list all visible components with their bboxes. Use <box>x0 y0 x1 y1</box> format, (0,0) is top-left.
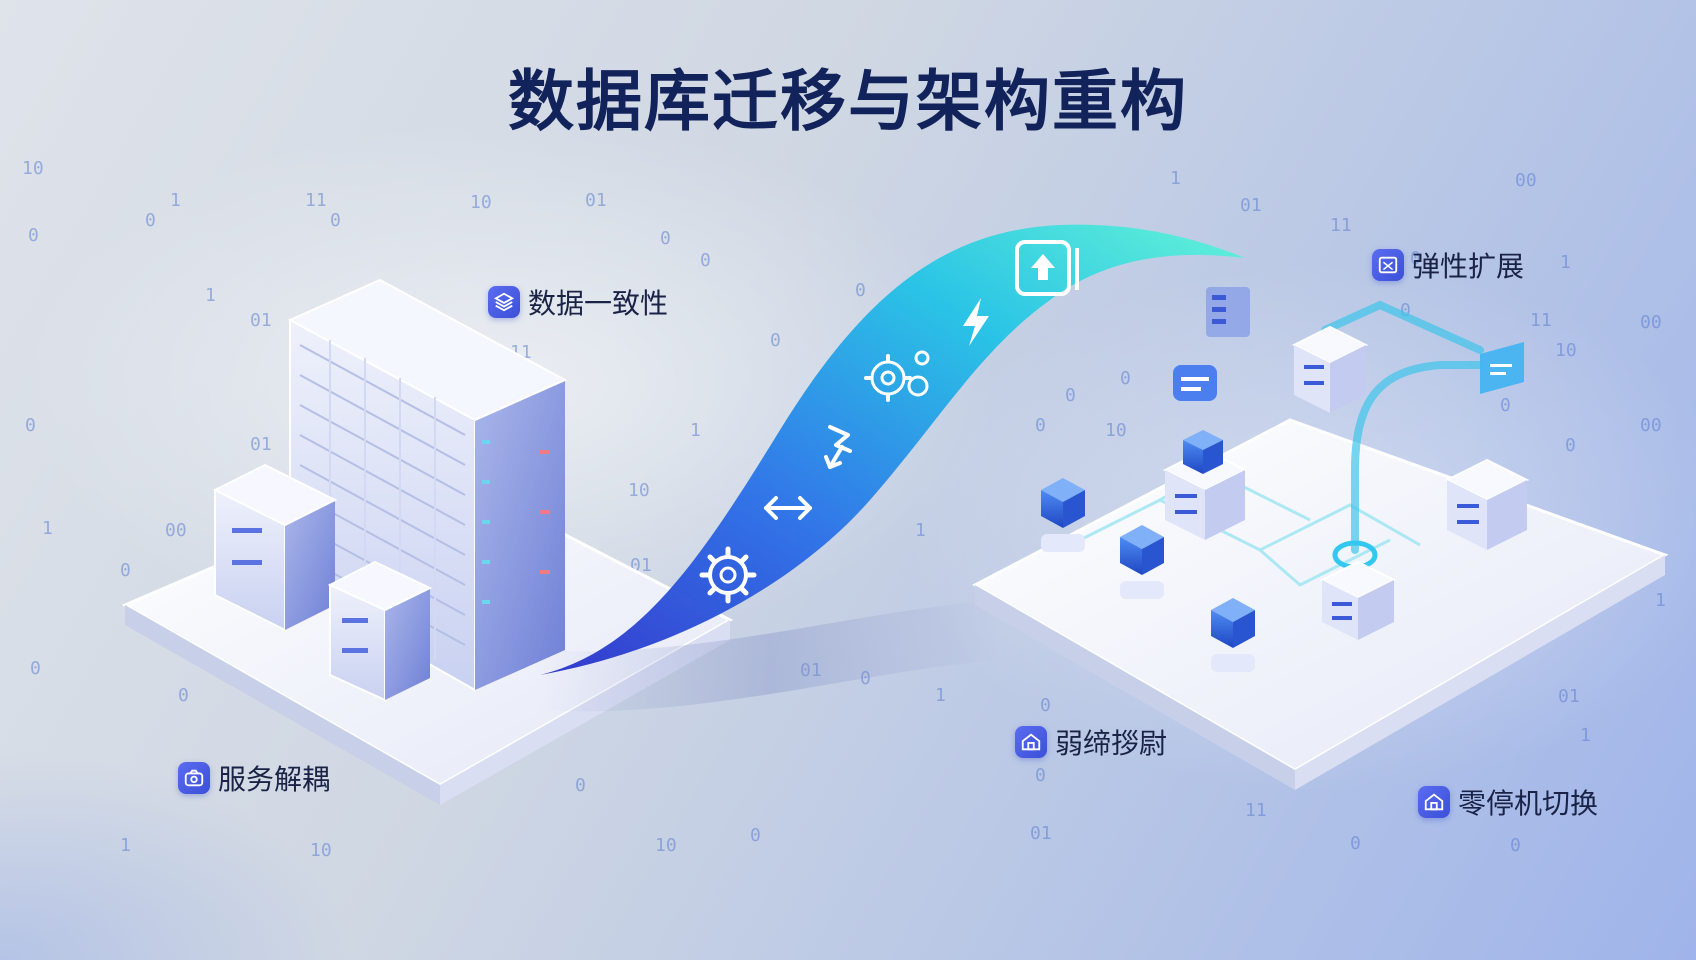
binary-digit: 01 <box>1030 823 1052 844</box>
container-cube <box>1211 598 1255 672</box>
binary-digit: 1 <box>1655 590 1666 611</box>
binary-digit: 0 <box>770 330 781 351</box>
binary-digit: 01 <box>585 190 607 211</box>
binary-digit: 0 <box>330 210 341 231</box>
binary-digit: 1 <box>1560 252 1571 273</box>
binary-digit: 1 <box>935 685 946 706</box>
binary-digit: 10 <box>22 158 44 179</box>
binary-digit: 00 <box>1640 415 1662 436</box>
container-cube <box>1120 525 1164 599</box>
binary-digit: 0 <box>855 280 866 301</box>
binary-digit: 10 <box>310 840 332 861</box>
label-zero-downtime: 零停机切换 <box>1418 782 1598 822</box>
layers-icon <box>488 286 520 318</box>
binary-digit: 0 <box>120 560 131 581</box>
binary-digit: 10 <box>1555 340 1577 361</box>
binary-digit: 11 <box>1330 215 1352 236</box>
camera-icon <box>178 762 210 794</box>
floating-dashboard-panel <box>1480 342 1524 394</box>
binary-digit: 00 <box>165 520 187 541</box>
binary-digit: 1 <box>120 835 131 856</box>
binary-digit: 0 <box>178 685 189 706</box>
legacy-server-small <box>212 463 338 632</box>
service-node <box>1291 325 1369 413</box>
binary-digit: 0 <box>1350 833 1361 854</box>
flag-arrow-icon <box>824 425 852 469</box>
stream-shadow <box>538 600 1003 712</box>
binary-digit: 11 <box>305 190 327 211</box>
binary-digit: 0 <box>1500 395 1511 416</box>
service-node <box>1319 560 1397 640</box>
binary-digit: 0 <box>28 225 39 246</box>
label-service-decoupling: 服务解耦 <box>178 758 330 798</box>
binary-digit: 0 <box>750 825 761 846</box>
binary-digit: 1 <box>915 520 926 541</box>
binary-digit: 10 <box>1105 420 1127 441</box>
binary-digit: 0 <box>660 228 671 249</box>
binary-digit: 00 <box>1640 312 1662 333</box>
binary-digit: 0 <box>1035 415 1046 436</box>
gears-icon <box>864 350 930 402</box>
label-text: 零停机切换 <box>1458 787 1599 820</box>
binary-digit: 00 <box>1515 170 1537 191</box>
label-text: 弹性扩展 <box>1412 250 1525 283</box>
binary-digit: 0 <box>1410 248 1421 269</box>
binary-digit: 0 <box>1400 300 1411 321</box>
upload-box-icon <box>1015 240 1079 296</box>
binary-digit: 1 <box>170 190 181 211</box>
binary-digit: 11 <box>1245 800 1267 821</box>
gear-icon <box>699 546 757 604</box>
label-middle: 弱缔拶尉 <box>1015 722 1167 762</box>
binary-digit: 11 <box>1530 310 1552 331</box>
binary-digit: 01 <box>1240 195 1262 216</box>
floating-chat-panel <box>1173 365 1217 401</box>
binary-digit: 0 <box>1040 695 1051 716</box>
binary-digit: 0 <box>30 658 41 679</box>
floating-list-panel <box>1206 287 1250 337</box>
binary-digit: 01 <box>250 434 272 455</box>
container-cube <box>1041 478 1085 552</box>
binary-digit: 1 <box>1170 168 1181 189</box>
container-cube <box>1183 430 1223 474</box>
page-title: 数据库迁移与架构重构 <box>508 63 1188 140</box>
binary-digit: 01 <box>1558 686 1580 707</box>
home-icon <box>1015 726 1047 758</box>
binary-digit: 1 <box>690 420 701 441</box>
home-icon <box>1418 786 1450 818</box>
binary-digit: 0 <box>1120 368 1131 389</box>
binary-digit: 1 <box>1580 725 1591 746</box>
binary-digit: 0 <box>1510 835 1521 856</box>
legacy-server-medium <box>327 560 433 702</box>
double-arrow-icon <box>764 496 812 520</box>
binary-digit: 0 <box>860 668 871 689</box>
window-icon <box>1372 249 1404 281</box>
label-text: 弱缔拶尉 <box>1055 727 1168 760</box>
binary-digit: 10 <box>628 480 650 501</box>
binary-digit: 1 <box>205 285 216 306</box>
binary-digit: 0 <box>1065 385 1076 406</box>
binary-digit: 10 <box>655 835 677 856</box>
binary-digit: 01 <box>250 310 272 331</box>
label-elastic-scaling: 弹性扩展 <box>1372 245 1524 285</box>
binary-digit: 0 <box>700 250 711 271</box>
label-text: 数据一致性 <box>528 287 669 320</box>
binary-digit: 0 <box>25 415 36 436</box>
label-data-consistency: 数据一致性 <box>488 282 668 322</box>
binary-digit: 0 <box>575 775 586 796</box>
lightning-icon <box>963 298 989 346</box>
label-text: 服务解耦 <box>218 763 331 796</box>
service-node <box>1444 458 1530 550</box>
binary-digit: 0 <box>145 210 156 231</box>
binary-digit: 10 <box>470 192 492 213</box>
binary-digit: 0 <box>1035 765 1046 786</box>
binary-digit: 0 <box>1565 435 1576 456</box>
binary-digit: 1 <box>42 518 53 539</box>
